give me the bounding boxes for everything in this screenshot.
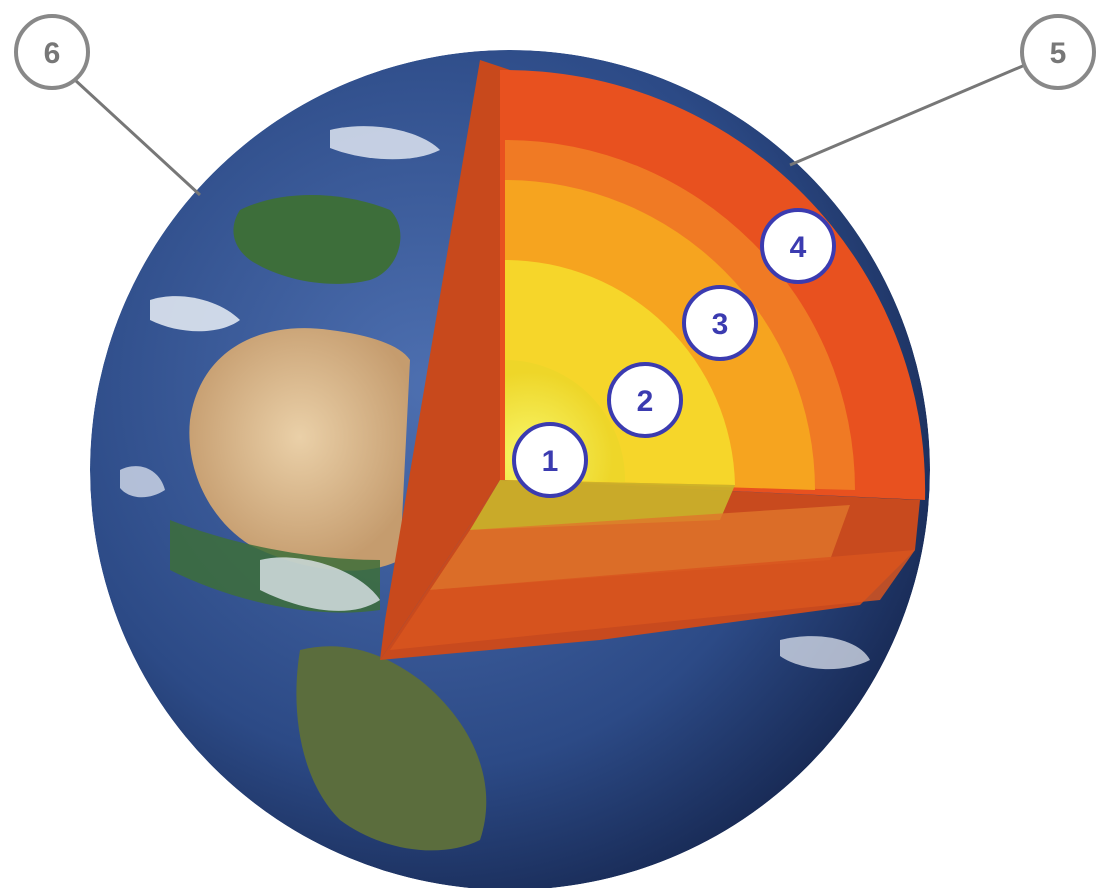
africa-south (296, 646, 487, 851)
label-6-text: 6 (44, 37, 61, 70)
label-5: 5 (1020, 14, 1096, 90)
cloud-2 (260, 557, 380, 611)
label-2-text: 2 (637, 385, 654, 418)
label-6: 6 (14, 14, 90, 90)
cloud-5 (780, 636, 870, 670)
bottom-band-crust (390, 550, 915, 650)
cloud-1 (150, 296, 240, 332)
label-2: 2 (607, 362, 683, 438)
leader-line-6 (73, 78, 202, 197)
label-3-text: 3 (712, 308, 729, 341)
label-1-text: 1 (542, 445, 559, 478)
cut-face-left (380, 60, 510, 660)
label-4: 4 (760, 208, 836, 284)
cloud-4 (120, 466, 165, 498)
label-4-text: 4 (790, 231, 807, 264)
cloud-3 (330, 126, 440, 160)
leader-line-5 (789, 63, 1026, 167)
label-3: 3 (682, 285, 758, 361)
europe-land (233, 195, 401, 284)
bottom-band-mantle (430, 505, 850, 590)
label-1: 1 (512, 422, 588, 498)
africa-desert (189, 328, 410, 571)
label-5-text: 5 (1050, 37, 1067, 70)
